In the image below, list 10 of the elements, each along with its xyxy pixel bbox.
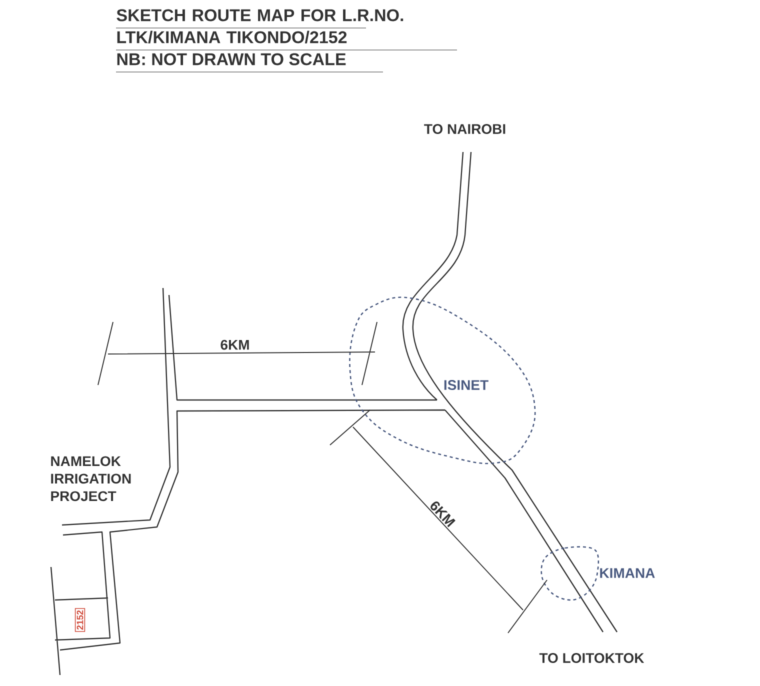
note: NB: NOT DRAWN TO SCALE [117, 53, 346, 66]
title: SKETCH ROUTE MAP FOR L.R.NO. LTK/KIMANA TIKONDO/2152 [116, 9, 404, 44]
node-label: KIMANA [600, 568, 655, 578]
road-label: TO LOITOKTOK [539, 653, 644, 663]
place-label: NAMELOK IRRIGATION PROJECT [51, 456, 131, 502]
dashed-area: KIMANA [540, 546, 655, 601]
road-label: TO NAIROBI [424, 124, 506, 134]
dashed-area: ISINET [349, 296, 536, 464]
dimension-label: 6KM [220, 340, 249, 350]
plot-box: 2152 [74, 608, 86, 632]
